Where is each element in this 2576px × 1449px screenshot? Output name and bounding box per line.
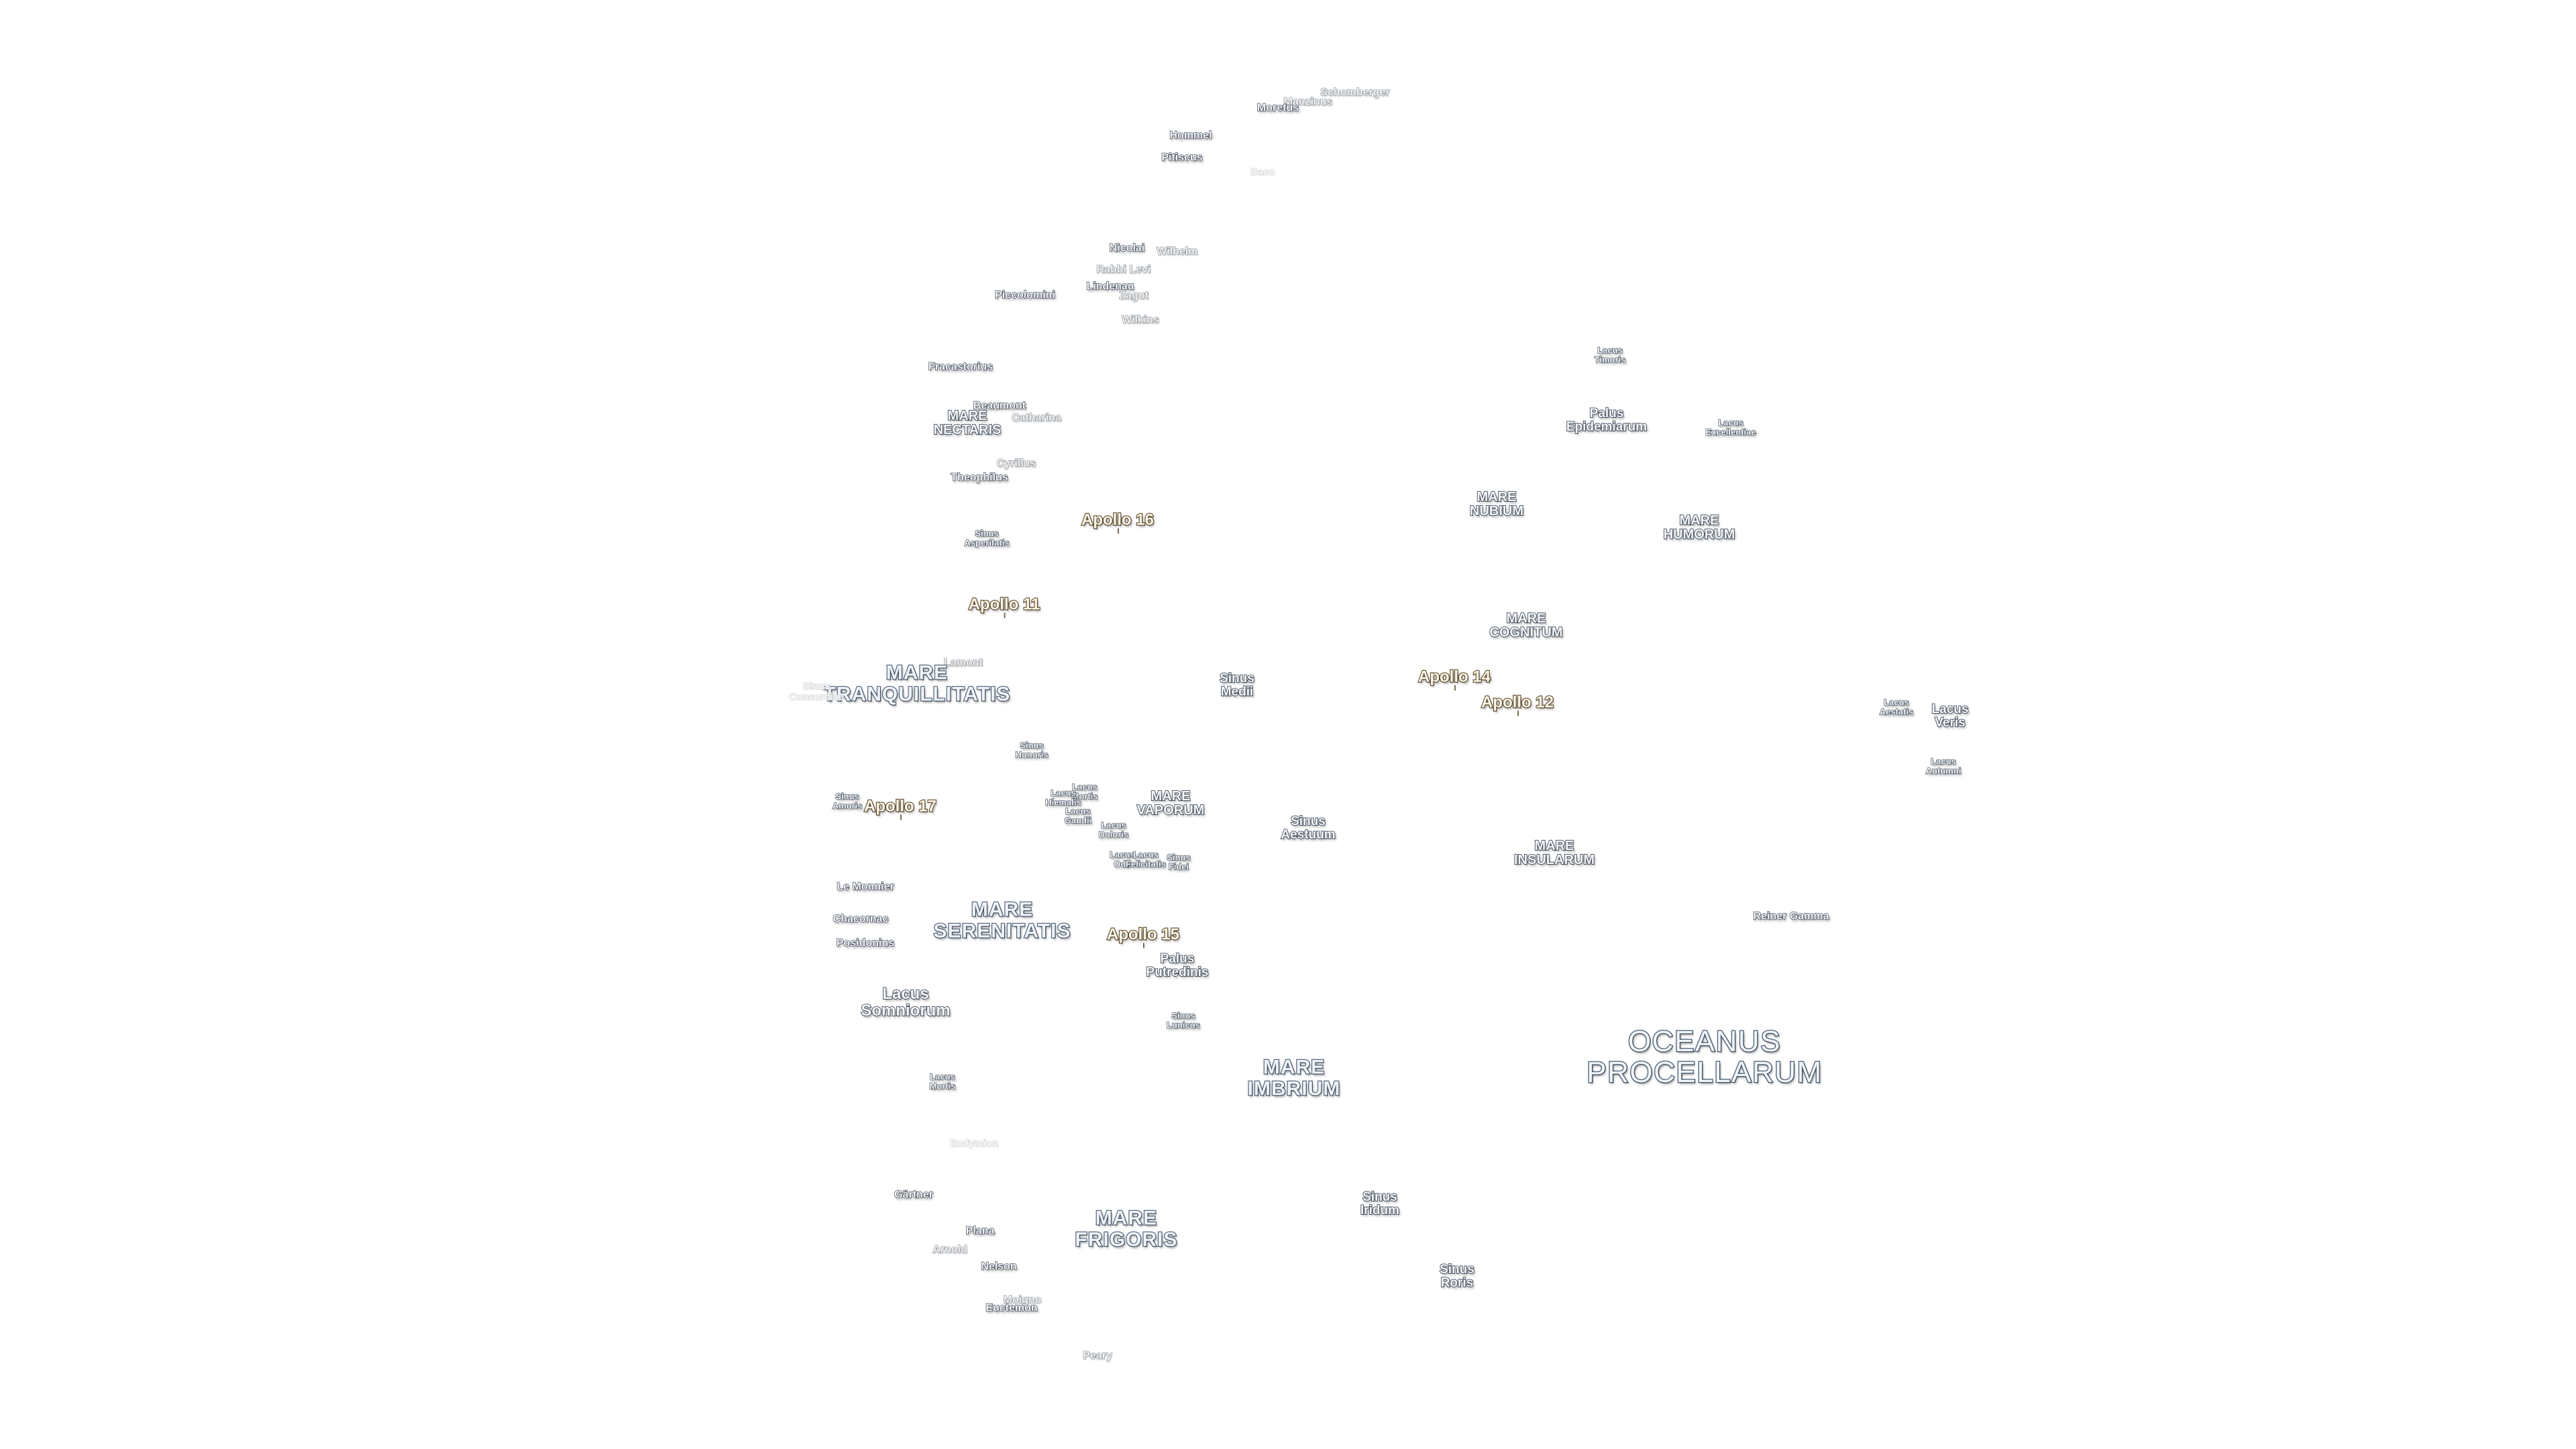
label-nelson: Nelson	[981, 1260, 1018, 1273]
label-mare-vaporum: MARE VAPORUM	[1136, 789, 1205, 818]
landing-site-marker-icon	[1117, 528, 1119, 534]
label-sinus-asperitatis: Sinus Asperitatis	[964, 528, 1010, 547]
label-mare-nubium: MARE NUBIUM	[1469, 490, 1524, 519]
label-piccolomini: Piccolomini	[994, 289, 1055, 301]
label-lacus-mortis-2: Lacus Mortis	[929, 1071, 957, 1091]
label-arnold: Arnold	[932, 1244, 967, 1256]
label-catharina: Catharina	[1011, 412, 1061, 424]
label-pitiscus: Pitiscus	[1161, 152, 1203, 164]
label-sinus-roris: Sinus Roris	[1439, 1263, 1475, 1291]
label-palus-putredinis: Palus Putredinis	[1146, 952, 1210, 980]
label-mare-frigoris: MARE FRIGORIS	[1074, 1207, 1178, 1251]
label-lacus-autumni: Lacus Autumni	[1925, 756, 1962, 775]
label-moigno: Moigno	[1003, 1294, 1042, 1306]
label-sinus-amoris: Sinus Amoris	[832, 791, 863, 810]
label-mare-insularum: MARE INSULARUM	[1513, 839, 1595, 868]
label-sinus-honoris: Sinus Honoris	[1015, 740, 1049, 759]
label-posidonius: Posidonius	[836, 937, 895, 949]
label-wilkins: Wilkins	[1121, 314, 1159, 326]
label-endymion: Endymion	[949, 1138, 999, 1150]
label-gartner: Gärtner	[894, 1189, 933, 1201]
label-apollo-15: Apollo 15	[1106, 925, 1180, 949]
landing-site-marker-icon	[1517, 710, 1519, 716]
label-manzinus: Manzinus	[1283, 96, 1333, 108]
label-sinus-lunicus: Sinus Lunicus	[1166, 1010, 1200, 1030]
label-lindenau: Lindenau	[1086, 280, 1135, 292]
label-apollo-12: Apollo 12	[1481, 693, 1554, 716]
label-mare-humorum: MARE HUMORUM	[1663, 513, 1736, 543]
label-lacus-doloris: Lacus Doloris	[1098, 820, 1129, 839]
label-zagut: Zagut	[1118, 290, 1148, 302]
label-oceanus-procellarum: OCEANUS PROCELLARUM	[1586, 1024, 1823, 1089]
label-lamont: Lamont	[943, 657, 983, 669]
label-le-monnier: Le Monnier	[837, 881, 895, 893]
label-lacus-veris: Lacus Veris	[1931, 702, 1970, 731]
label-lacus-felicitatis: Lacus Felicitatis	[1125, 849, 1166, 869]
label-lacus-odii: Lacus Odii	[1109, 849, 1135, 869]
label-sinus-iridum: Sinus Iridum	[1360, 1190, 1400, 1218]
label-beaumont: Beaumont	[973, 400, 1026, 412]
label-baco: Baco	[1250, 166, 1275, 178]
label-schomberger: Schomberger	[1320, 87, 1391, 99]
label-cyrillus: Cyrillus	[996, 458, 1036, 470]
label-lacus-somniorum: Lacus Somniorum	[860, 984, 951, 1020]
label-apollo-16: Apollo 16	[1081, 511, 1155, 534]
label-apollo-14: Apollo 14	[1417, 667, 1491, 691]
landing-site-marker-icon	[1454, 685, 1456, 691]
label-apollo-11: Apollo 11	[967, 595, 1041, 619]
label-fracastorius: Fracastorius	[928, 361, 994, 373]
label-lacus-hiemalis: Lacus Hiemalis	[1045, 788, 1082, 807]
label-lacus-timoris: Lacus Timoris	[1594, 345, 1626, 364]
label-hommel: Hommel	[1169, 129, 1213, 142]
landing-site-marker-icon	[1142, 943, 1144, 949]
label-apollo-17: Apollo 17	[863, 797, 937, 820]
label-sinus-fidei: Sinus Fidei	[1167, 852, 1191, 871]
landing-site-marker-icon	[1004, 612, 1006, 619]
label-lacus-gaudii: Lacus Gaudii	[1064, 806, 1092, 825]
label-sinus-concordiae: Sinus Concordiae	[788, 680, 845, 702]
label-mare-imbrium: MARE IMBRIUM	[1246, 1056, 1341, 1100]
label-lacus-aestatis: Lacus Aestatis	[1879, 697, 1914, 716]
label-mare-nectaris: MARE NECTARIS	[933, 409, 1002, 438]
label-chacornac: Chacornac	[833, 913, 889, 925]
label-sinus-medii: Sinus Medii	[1219, 672, 1255, 700]
label-lacus-excellentiae: Lacus Excellentiae	[1705, 417, 1757, 437]
label-euctemon: Euctemon	[985, 1302, 1038, 1314]
label-reiner-gamma: Reiner Gamma	[1753, 910, 1829, 922]
label-rabbi-levi: Rabbi Levi	[1096, 264, 1151, 276]
label-mare-serenitatis: MARE SERENITATIS	[932, 898, 1071, 943]
label-sinus-aestuum: Sinus Aestuum	[1280, 814, 1336, 843]
label-theophilus: Theophilus	[951, 472, 1009, 484]
label-palus-epidemiarum: Palus Epidemiarum	[1566, 407, 1648, 435]
landing-site-marker-icon	[900, 814, 902, 820]
label-mare-tranquillitatis: MARE TRANQUILLITATIS	[822, 661, 1011, 706]
label-wilhelm: Wilhelm	[1157, 246, 1199, 258]
label-peary: Peary	[1082, 1350, 1112, 1362]
label-nicolai: Nicolai	[1109, 242, 1145, 254]
label-moretus: Moretus	[1256, 102, 1299, 114]
label-mare-cognitum: MARE COGNITUM	[1489, 611, 1564, 641]
label-lacus-mortis-1: Lacus Mortis	[1071, 782, 1099, 801]
label-plana: Plana	[965, 1225, 995, 1237]
